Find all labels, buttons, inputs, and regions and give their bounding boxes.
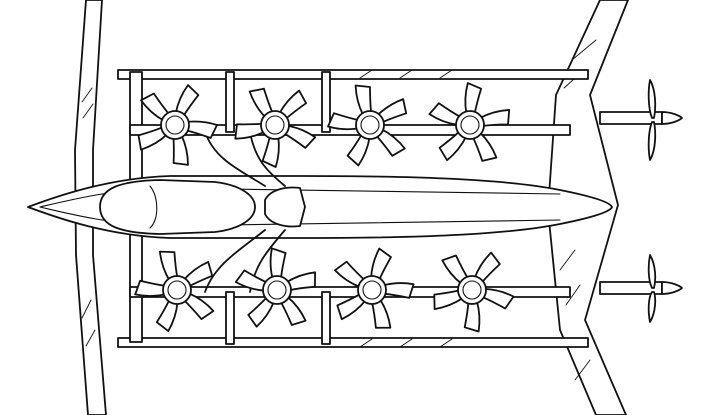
rotor-hub	[457, 275, 487, 305]
rotor-hub-inner	[265, 115, 285, 135]
rotor-blade	[428, 102, 462, 126]
rotor-lower-2	[234, 247, 316, 328]
rotor-blade	[334, 260, 366, 289]
rotor-blade	[248, 87, 274, 119]
rotor-blade	[182, 261, 214, 288]
rotor-blade	[182, 292, 215, 320]
rotor-blade	[346, 133, 371, 167]
rotor-blade	[155, 298, 179, 332]
rotor-upper-3	[327, 84, 408, 167]
rotor-blade	[234, 122, 266, 140]
rotor-blade	[172, 134, 189, 166]
rotor-hub	[357, 275, 387, 305]
rotor-lower-1	[134, 250, 215, 332]
rotor-blade	[382, 282, 415, 299]
rotor-blade	[478, 109, 511, 127]
rotor-hub	[355, 110, 385, 140]
rotor-blade	[174, 84, 200, 118]
rotor-blade	[184, 120, 218, 139]
rotor-blade	[279, 295, 307, 326]
rotor-hub	[260, 110, 290, 140]
rotor-blade	[261, 135, 280, 168]
rotor-blade	[370, 247, 392, 282]
rotor-blade	[134, 279, 167, 297]
rotor-blade	[354, 84, 373, 116]
rotor-blade	[140, 92, 171, 122]
rotor-hub-inner	[165, 115, 185, 135]
rotor-blade	[159, 250, 179, 282]
rotor-struts	[225, 71, 331, 345]
rotor-hub	[262, 275, 292, 305]
rotor-blade	[234, 269, 269, 292]
rotor-blade	[371, 298, 392, 329]
rotor-blade	[278, 89, 307, 120]
rotor-blade	[375, 128, 406, 157]
rotor-blade	[438, 130, 468, 162]
rotor-blade	[441, 254, 469, 285]
rotor-blade	[433, 289, 464, 310]
rotor-blade	[269, 247, 287, 280]
rotor-blade	[285, 271, 316, 292]
rotor-blade	[376, 98, 408, 124]
rotor-hub-inner	[362, 280, 382, 300]
rotor-hub-inner	[267, 280, 287, 300]
pusher-propeller-lower	[599, 254, 683, 323]
rotor-lower-4	[433, 251, 515, 333]
rotor-hub-inner	[460, 115, 480, 135]
pusher-propeller-upper	[599, 79, 683, 161]
rotor-hub-inner	[167, 280, 187, 300]
rotor-hub-inner	[462, 280, 482, 300]
rotor-blade	[247, 296, 275, 328]
cockpit-canopy	[99, 179, 256, 235]
rotor-lower-3	[334, 247, 415, 329]
rotor-pylons	[204, 131, 306, 293]
rotor-blade	[481, 288, 515, 310]
rotor-blade	[464, 82, 482, 115]
rotor-blade	[327, 112, 360, 131]
rotor-hub	[162, 275, 192, 305]
rotor-upper-4	[428, 82, 511, 162]
rotor-blade	[336, 292, 367, 321]
rotor-hub	[160, 110, 190, 140]
rotor-blade	[463, 300, 481, 333]
rotor-upper-1	[137, 84, 218, 166]
pusher-propellers	[599, 79, 683, 323]
rotor-hub-inner	[360, 115, 380, 135]
rotor-upper-2	[234, 87, 317, 168]
lift-rotors	[134, 82, 515, 333]
rotor-blade	[471, 131, 498, 162]
rotor-blade	[137, 126, 169, 151]
rotor-hub	[455, 110, 485, 140]
rotor-blade	[473, 251, 501, 284]
rotor-blade	[282, 124, 317, 149]
